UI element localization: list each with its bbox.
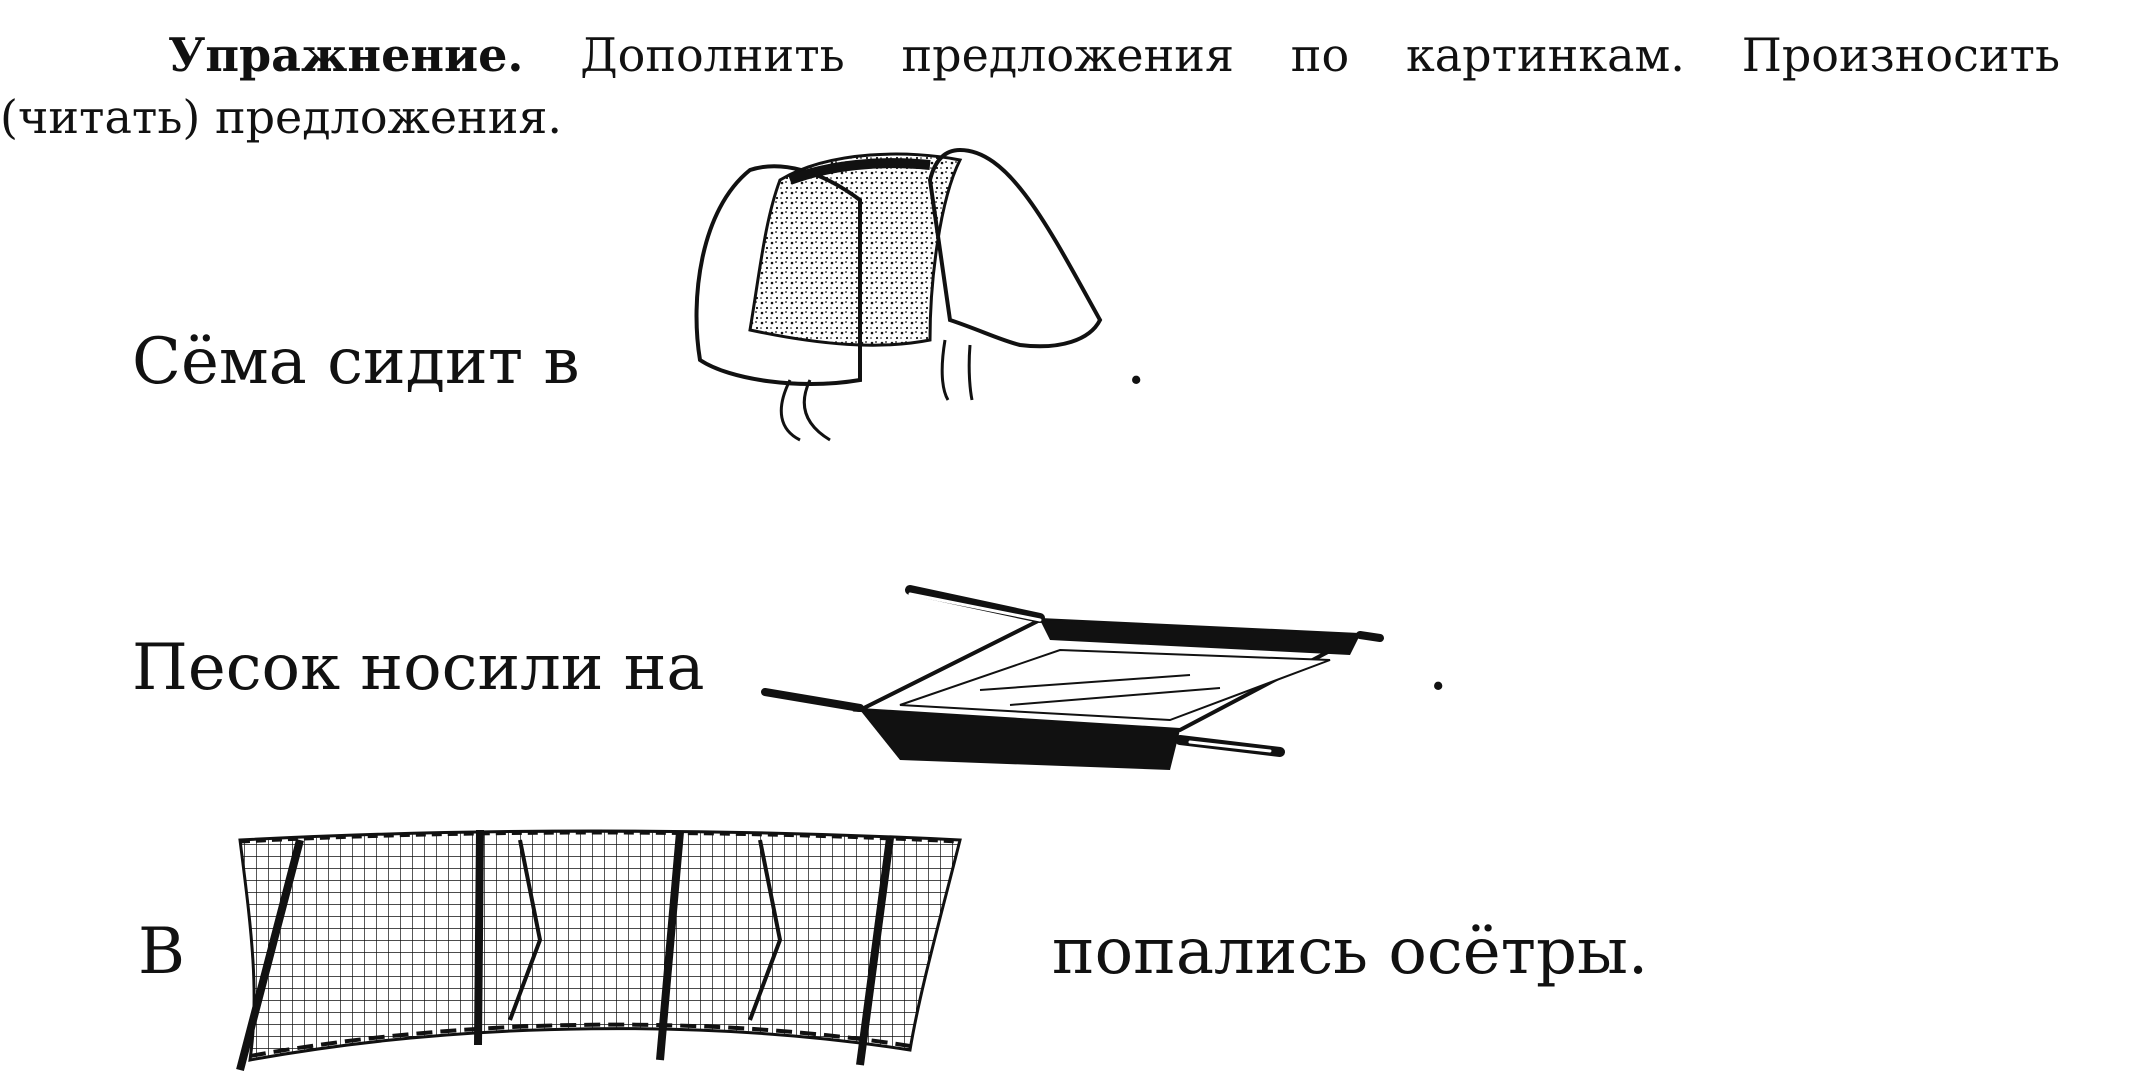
sentence-3-before: В bbox=[138, 915, 186, 989]
sentence-3-after: попались осётры. bbox=[1052, 915, 1649, 989]
stretcher-icon bbox=[761, 585, 1384, 770]
fishing-net-icon bbox=[236, 829, 962, 1072]
sentence-1-after: . bbox=[1126, 325, 1147, 399]
exercise-label: Упражнение. bbox=[168, 28, 524, 82]
exercise-text: Дополнить предложения по картинкам. Прои… bbox=[0, 28, 2060, 144]
sentence-2-before: Песок носили на bbox=[132, 631, 705, 705]
sentence-1-before: Сёма сидит в bbox=[132, 325, 580, 399]
sentence-2-after: . bbox=[1428, 631, 1449, 705]
exercise-instruction: Упражнение. Дополнить предложения по кар… bbox=[0, 24, 2060, 148]
saddle-icon bbox=[694, 147, 1103, 442]
